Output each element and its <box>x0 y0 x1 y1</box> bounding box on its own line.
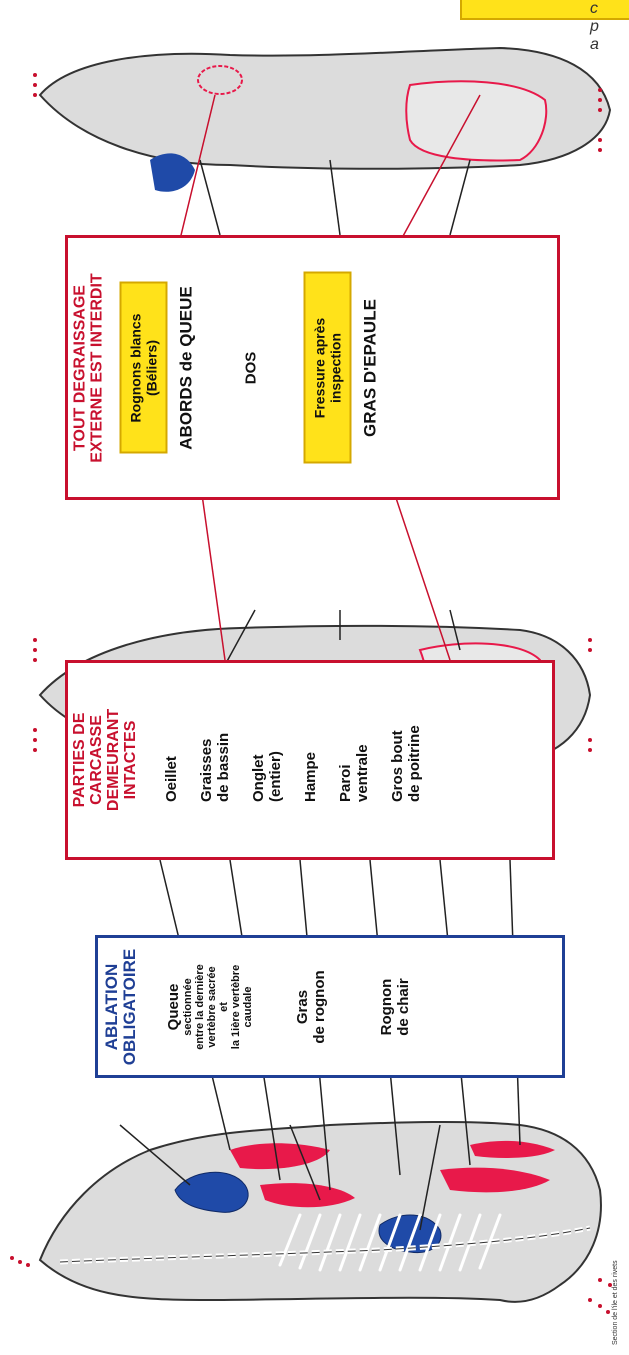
intactes-item-3: Hampe <box>302 668 319 802</box>
intactes-item-0: Oeillet <box>163 668 180 802</box>
queue-title: Queue <box>165 939 182 1074</box>
queue-line-3: vertèbre sacrée <box>206 939 218 1074</box>
degraissage-box: TOUT DEGRAISSAGE EXTERNE EST INTERDIT Ro… <box>65 235 560 500</box>
queue-line-5: la 1ière vertèbre <box>230 939 242 1074</box>
fressure-box: Fressure après inspection <box>303 272 351 464</box>
degraissage-title-2: EXTERNE EST INTERDIT <box>88 243 105 492</box>
rognons-line-2: (Béliers) <box>143 288 159 448</box>
queue-line-2: entre la dernière <box>194 939 206 1074</box>
rognons-blancs-box: Rognons blancs (Béliers) <box>119 282 167 454</box>
gras-rognon-2: de rognon <box>311 939 328 1074</box>
queue-line-1: sectionnée <box>182 939 194 1074</box>
intactes-item-4: Paroi ventrale <box>337 668 371 802</box>
intactes-box: PARTIES DE CARCASSE DEMEURANT INTACTES O… <box>65 660 555 860</box>
carcass-side-view-top <box>33 48 610 192</box>
kidney-top <box>198 66 242 94</box>
degraissage-title-1: TOUT DEGRAISSAGE <box>71 243 88 492</box>
rognons-line-1: Rognons blancs <box>127 288 143 448</box>
rognon-chair-2: de chair <box>395 939 412 1074</box>
intactes-item-2: Onglet (entier) <box>250 668 284 802</box>
rognon-chair-1: Rognon <box>378 939 395 1074</box>
carcass-side-view <box>10 1122 612 1314</box>
abords-queue: ABORDS de QUEUE <box>177 243 194 492</box>
fressure-line-2: inspection <box>327 278 343 458</box>
ablation-title-2: OBLIGATOIRE <box>121 939 139 1074</box>
queue-line-6: caudale <box>242 939 254 1074</box>
caption: Section de l'ile et des rivets <box>612 1260 619 1345</box>
queue-line-4: et <box>218 939 230 1074</box>
intactes-title-2: DEMEURANT INTACTES <box>105 668 139 852</box>
shoulder-zone-top <box>406 81 546 160</box>
intactes-title-1: PARTIES DE CARCASSE <box>71 668 105 852</box>
dos-label: DOS <box>242 243 259 492</box>
fressure-line-1: Fressure après <box>311 278 327 458</box>
intactes-item-1: Graisses de bassin <box>198 668 232 802</box>
intactes-item-5: Gros bout de poitrine <box>389 668 423 802</box>
ablation-title-1: ABLATION <box>103 939 121 1074</box>
ablation-box: ABLATION OBLIGATOIRE Queue sectionnée en… <box>95 935 565 1078</box>
gras-epaule: GRAS D'EPAULE <box>361 243 378 492</box>
gras-rognon-1: Gras <box>294 939 311 1074</box>
